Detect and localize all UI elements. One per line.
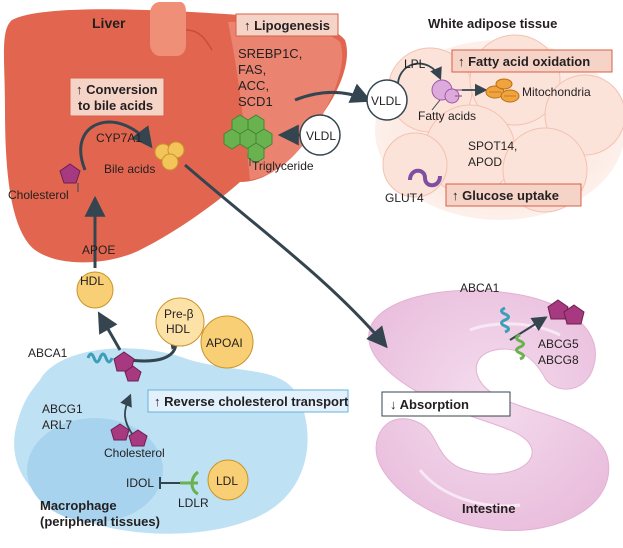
cholesterol-macrophage-icon-1 bbox=[113, 351, 135, 372]
fatty-acid-oxidation-label: ↑ Fatty acid oxidation bbox=[458, 54, 590, 69]
ldl-label: LDL bbox=[216, 474, 238, 488]
triglyceride-label: Triglyceride bbox=[252, 159, 314, 173]
pre-beta-label-line2: HDL bbox=[166, 322, 190, 336]
arrow-to-hdl bbox=[97, 311, 122, 351]
fatty-acid-oxidation-box: ↑ Fatty acid oxidation bbox=[451, 49, 613, 73]
triglyceride-icon bbox=[223, 114, 273, 164]
cholesterol-liver-icon bbox=[59, 163, 81, 184]
fatty-acids-leader bbox=[431, 99, 441, 111]
cholesterol-intestine-icon-1 bbox=[547, 299, 569, 320]
mitochondria-label: Mitochondria bbox=[522, 85, 591, 99]
vldl-adipose-circle bbox=[366, 79, 408, 121]
vldl-adipose-label: VLDL bbox=[371, 94, 401, 108]
arrows bbox=[79, 83, 548, 363]
abcg5-label: ABCG5 bbox=[538, 337, 579, 351]
macrophage-title-line2: (peripheral tissues) bbox=[40, 514, 160, 529]
intestine-title: Intestine bbox=[462, 501, 515, 516]
bile-acids-icon bbox=[154, 141, 185, 171]
spot14-label: SPOT14, bbox=[468, 139, 517, 153]
cyp7a1-label: CYP7A1 bbox=[96, 131, 142, 145]
abca1-macrophage-label: ABCA1 bbox=[28, 346, 68, 360]
cholesterol-liver-label: Cholesterol bbox=[8, 188, 69, 202]
arrow-lpl bbox=[397, 62, 442, 91]
vldl-liver-label: VLDL bbox=[306, 129, 336, 143]
fatty-acids-label: Fatty acids bbox=[418, 109, 476, 123]
gene-scd1: SCD1 bbox=[238, 94, 273, 109]
arrow-cholesterol-to-bile bbox=[79, 120, 153, 171]
liver-organ bbox=[3, 2, 348, 263]
lipogenesis-label: ↑ Lipogenesis bbox=[244, 18, 330, 33]
mitochondria-icon bbox=[485, 78, 520, 103]
apod-label: APOD bbox=[468, 155, 502, 169]
conversion-label-line2: to bile acids bbox=[78, 98, 153, 113]
glucose-uptake-label: ↑ Glucose uptake bbox=[452, 188, 559, 203]
hdl-circle bbox=[76, 271, 114, 309]
conversion-label-line1: ↑ Conversion bbox=[76, 82, 158, 97]
cholesterol-intestine-icon-2 bbox=[563, 304, 585, 325]
idol-inhibition bbox=[159, 477, 180, 489]
apoai-label: APOAI bbox=[206, 336, 243, 350]
pre-beta-hdl-circle bbox=[155, 297, 205, 347]
ldlr-icon bbox=[180, 470, 200, 496]
conversion-box: ↑ Conversion to bile acids bbox=[69, 77, 165, 117]
vldl-liver-circle bbox=[299, 114, 341, 156]
reverse-cholesterol-label: ↑ Reverse cholesterol transport bbox=[154, 394, 349, 409]
lpl-label: LPL bbox=[404, 57, 426, 71]
abca1-macrophage-icon bbox=[86, 352, 114, 364]
idol-label: IDOL bbox=[126, 476, 154, 490]
liver-title: Liver bbox=[92, 15, 126, 31]
cholesterol-macrophage-icon-4 bbox=[128, 429, 148, 447]
glut4-label: GLUT4 bbox=[385, 191, 424, 205]
bile-acids-label: Bile acids bbox=[104, 162, 155, 176]
abcg5-abcg8-icon bbox=[515, 333, 525, 361]
lipogenesis-box: ↑ Lipogenesis bbox=[235, 13, 339, 37]
gene-fas: FAS, bbox=[238, 62, 266, 77]
arrow-liver-to-vldl bbox=[294, 83, 372, 103]
gene-acc: ACC, bbox=[238, 78, 269, 93]
reverse-cholesterol-box: ↑ Reverse cholesterol transport bbox=[147, 389, 349, 413]
apoe-label: APOE bbox=[82, 243, 115, 257]
hdl-label: HDL bbox=[80, 274, 104, 288]
ldl-circle bbox=[207, 459, 249, 501]
abca1-intestine-label: ABCA1 bbox=[460, 281, 500, 295]
cholesterol-macrophage-icon-3 bbox=[110, 423, 130, 441]
macrophage-title-line1: Macrophage bbox=[40, 498, 117, 513]
glucose-uptake-box: ↑ Glucose uptake bbox=[445, 183, 582, 207]
pre-beta-label-line1: Pre-β bbox=[164, 307, 194, 321]
apoai-circle bbox=[200, 315, 254, 369]
abca1-intestine-icon bbox=[500, 306, 510, 334]
absorption-box: ↓ Absorption bbox=[381, 391, 511, 417]
cholesterol-macrophage-label: Cholesterol bbox=[104, 446, 165, 460]
glut4-icon bbox=[408, 168, 442, 188]
abcg1-label: ABCG1 bbox=[42, 402, 83, 416]
absorption-label: ↓ Absorption bbox=[390, 397, 469, 412]
fatty-acid-icon bbox=[431, 79, 462, 104]
arrow-liver-to-intestine bbox=[184, 163, 388, 349]
abcg8-label: ABCG8 bbox=[538, 353, 579, 367]
arl7-label: ARL7 bbox=[42, 418, 72, 432]
ldlr-label: LDLR bbox=[178, 496, 209, 510]
cholesterol-macrophage-icon-2 bbox=[124, 365, 142, 382]
gene-srebp1c: SREBP1C, bbox=[238, 46, 302, 61]
adipose-title: White adipose tissue bbox=[428, 16, 557, 31]
